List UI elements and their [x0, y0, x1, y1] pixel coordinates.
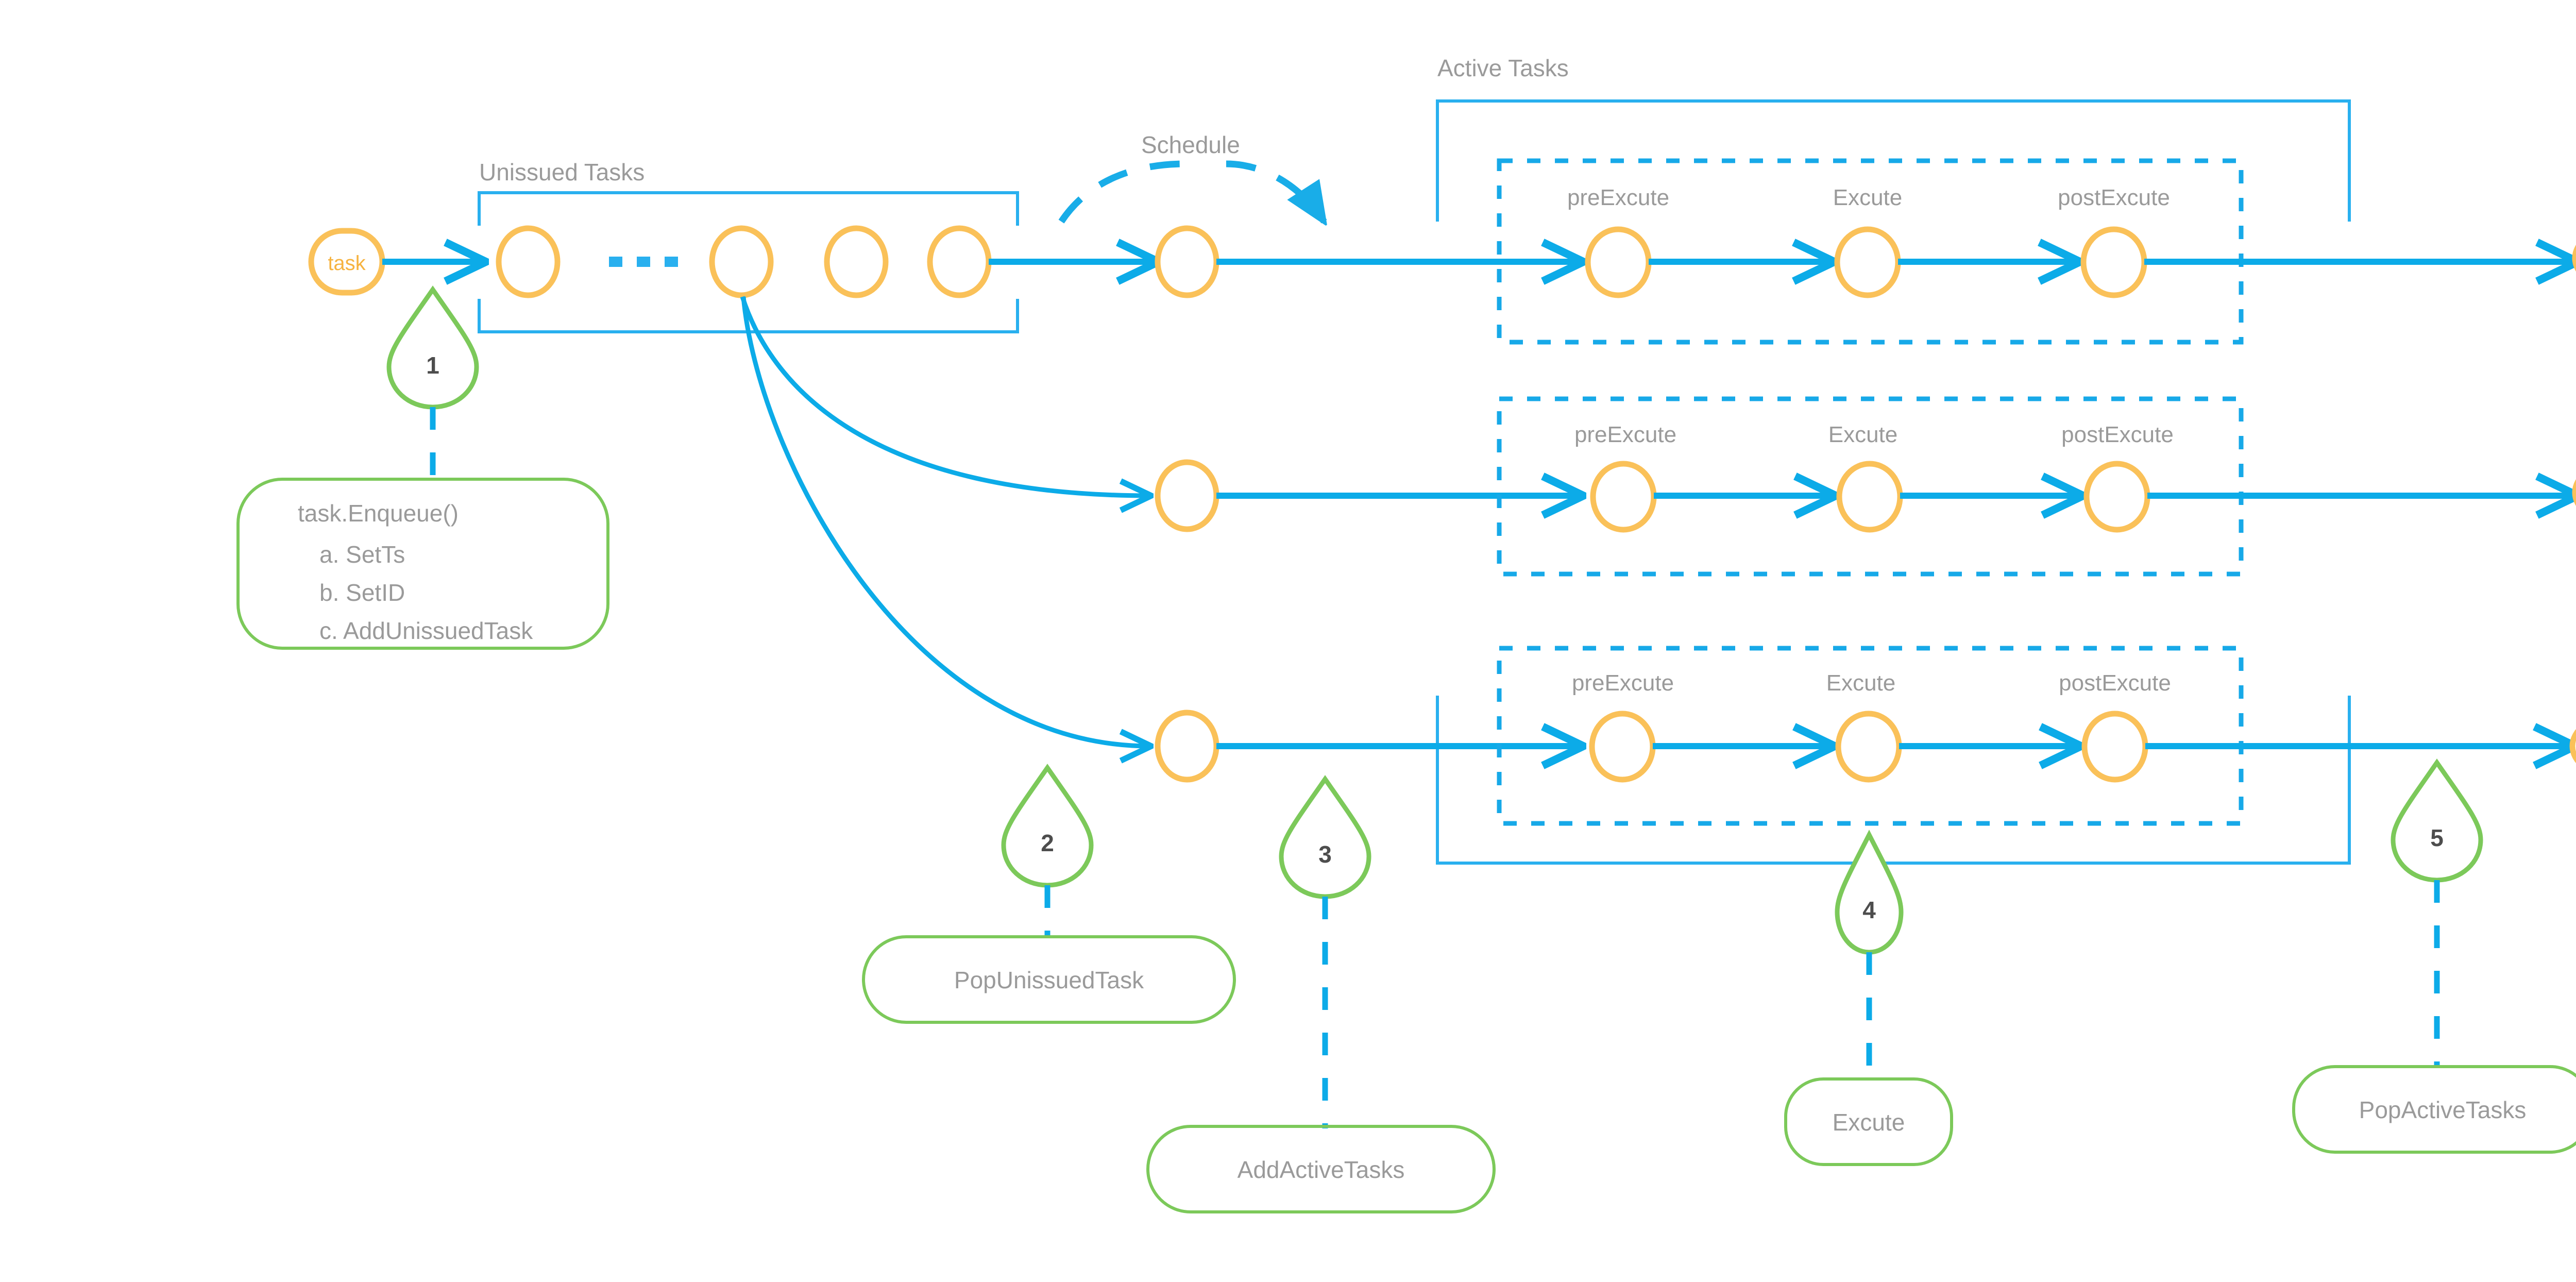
row2-node-exec[interactable] — [1836, 461, 1903, 533]
row3-node-pre[interactable] — [1589, 711, 1656, 783]
active-tasks-bracket — [1436, 99, 2351, 865]
row1-entry-node[interactable] — [1155, 225, 1219, 298]
row-2: preExcute Excute postExcute — [1155, 396, 2576, 577]
callout-excute-label: Excute — [1833, 1109, 1905, 1136]
row2-stage-group — [1497, 396, 2244, 577]
label-unissued-tasks: Unissued Tasks — [479, 159, 645, 185]
unissued-node-3[interactable] — [824, 225, 889, 298]
pin-4[interactable]: 4 — [1835, 830, 1904, 955]
row2-label-excute: Excute — [1828, 422, 1898, 447]
queue-ellipsis-icon — [609, 257, 678, 267]
schedule-dashed-arrow — [1058, 160, 1324, 222]
row3-exit-node[interactable] — [2569, 716, 2576, 776]
pin-5-number: 5 — [2430, 824, 2444, 851]
row1-node-exec[interactable] — [1834, 226, 1901, 298]
callout-pop-active-label: PopActiveTasks — [2359, 1097, 2527, 1123]
callout-pop-active[interactable]: PopActiveTasks — [2292, 1065, 2576, 1154]
callout-enqueue-title: task.Enqueue() — [298, 500, 459, 527]
row3-label-preexcute: preExcute — [1572, 670, 1674, 696]
row2-label-preexcute: preExcute — [1574, 422, 1676, 447]
row3-node-post[interactable] — [2081, 711, 2148, 783]
curve-queue-to-row3 — [741, 296, 1150, 746]
row1-node-pre[interactable] — [1585, 226, 1652, 298]
pin-2[interactable]: 2 — [1001, 764, 1094, 888]
callout-enqueue-item-0: a. SetTs — [319, 541, 405, 568]
row3-label-postexcute: postExcute — [2059, 670, 2171, 696]
row2-label-postexcute: postExcute — [2061, 422, 2174, 447]
row3-node-exec[interactable] — [1835, 711, 1902, 783]
callout-enqueue-item-1: b. SetID — [319, 579, 405, 606]
unissued-node-4[interactable] — [927, 225, 992, 298]
pin-3-number: 3 — [1318, 841, 1332, 868]
row1-label-excute: Excute — [1833, 185, 1903, 210]
callout-excute[interactable]: Excute — [1784, 1077, 1953, 1166]
row1-label-preexcute: preExcute — [1567, 185, 1669, 210]
row3-label-excute: Excute — [1826, 670, 1896, 696]
row2-entry-node[interactable] — [1155, 459, 1219, 532]
row2-node-pre[interactable] — [1590, 461, 1657, 533]
callout-add-active[interactable]: AddActiveTasks — [1146, 1125, 1496, 1213]
unissued-node-2[interactable] — [709, 225, 774, 298]
callout-pop-unissued-label: PopUnissuedTask — [954, 967, 1144, 993]
row1-stage-group — [1497, 158, 2244, 345]
source-task-node[interactable]: task — [308, 228, 385, 296]
unissued-queue-nodes — [496, 225, 992, 298]
pin-1-number: 1 — [426, 352, 439, 379]
callout-enqueue[interactable]: task.Enqueue() a. SetTs b. SetID c. AddU… — [236, 478, 609, 650]
source-task-label: task — [328, 252, 366, 275]
pin-1[interactable]: 1 — [386, 285, 479, 410]
label-active-tasks: Active Tasks — [1437, 55, 1569, 81]
callout-enqueue-item-2: c. AddUnissuedTask — [319, 617, 533, 644]
row3-stage-group — [1497, 646, 2244, 826]
callout-pop-unissued[interactable]: PopUnissuedTask — [862, 935, 1236, 1024]
row1-node-post[interactable] — [2080, 226, 2147, 298]
unissued-node-1[interactable] — [496, 225, 561, 298]
callout-add-active-label: AddActiveTasks — [1238, 1156, 1405, 1183]
pin-3[interactable]: 3 — [1279, 775, 1371, 899]
label-schedule: Schedule — [1141, 131, 1240, 158]
row3-entry-node[interactable] — [1155, 710, 1219, 783]
curve-queue-to-row2 — [740, 296, 1150, 496]
pin-5[interactable]: 5 — [2391, 758, 2483, 883]
row-1: preExcute Excute postExcute — [1155, 158, 2576, 345]
row1-label-postexcute: postExcute — [2058, 185, 2170, 210]
pin-4-number: 4 — [1862, 897, 1876, 923]
pin-2-number: 2 — [1041, 830, 1054, 856]
row-3: preExcute Excute postExcute — [1155, 646, 2576, 826]
row2-node-post[interactable] — [2083, 461, 2150, 533]
